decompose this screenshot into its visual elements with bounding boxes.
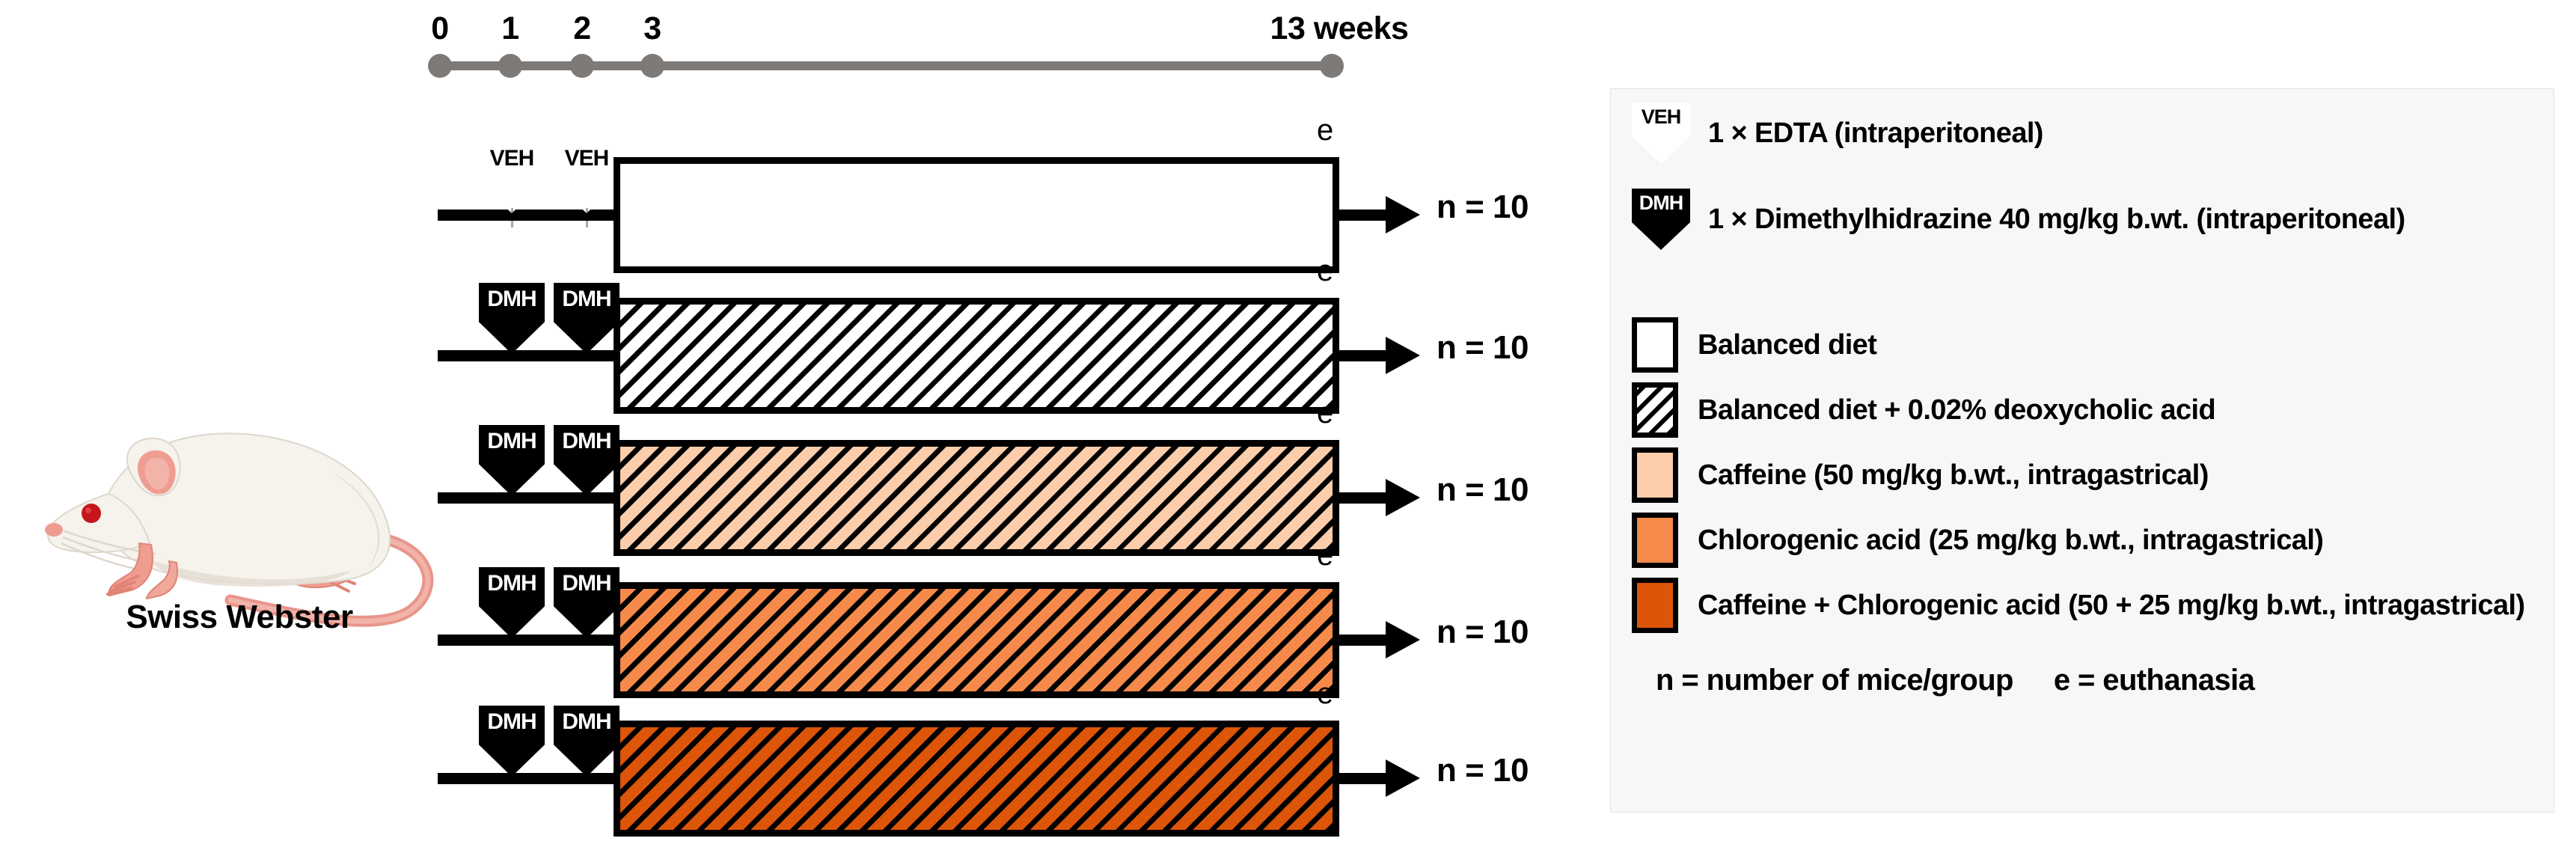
- group-size-label-group-3: n = 10: [1437, 471, 1529, 508]
- row-arrow-shaft: [1336, 492, 1392, 504]
- legend-panel: VEH 1 × EDTA (intraperitoneal) DMH 1 × D…: [1610, 88, 2554, 813]
- dose-marker-veh-week1: VEH: [479, 142, 545, 227]
- dose-marker-label: VEH: [479, 142, 545, 213]
- legend-veh-text: 1 × EDTA (intraperitoneal): [1708, 117, 2043, 149]
- legend-text-deoxycholic-acid: Balanced diet + 0.02% deoxycholic acid: [1698, 394, 2216, 426]
- dose-marker-dmh-week2: DMH: [554, 706, 619, 777]
- legend-row-veh: VEH 1 × EDTA (intraperitoneal): [1632, 103, 2043, 164]
- dose-marker-dmh-week1: DMH: [479, 706, 545, 777]
- row-arrow-shaft: [1336, 773, 1392, 784]
- dose-marker-dmh-week1: DMH: [479, 567, 545, 638]
- legend-swatch-deoxycholic-acid: [1632, 382, 1678, 438]
- group-size-label-group-1: n = 10: [1437, 189, 1529, 225]
- row-baseline: [438, 773, 625, 784]
- row-baseline: [438, 635, 625, 646]
- dose-marker-dmh-week1: DMH: [479, 283, 545, 354]
- row-baseline: [438, 492, 625, 504]
- legend-text-chlorogenic-acid: Chlorogenic acid (25 mg/kg b.wt., intrag…: [1698, 524, 2324, 556]
- row-arrow-head-icon: [1386, 337, 1420, 374]
- row-arrow-head-icon: [1386, 196, 1420, 233]
- legend-row-dmh: DMH 1 × Dimethylhidrazine 40 mg/kg b.wt.…: [1632, 189, 2405, 250]
- dose-marker-dmh-week1: DMH: [479, 425, 545, 496]
- dose-marker-dmh-week2: DMH: [554, 283, 619, 354]
- dose-marker-veh-week2: VEH: [554, 142, 619, 227]
- group-size-label-group-5: n = 10: [1437, 752, 1529, 789]
- legend-row-chlorogenic-acid: Chlorogenic acid (25 mg/kg b.wt., intrag…: [1632, 513, 2324, 568]
- treatment-row-group-2: DMH DMH e n = 10: [0, 254, 1579, 432]
- timeline-tick-dot-0: [428, 54, 452, 78]
- euthanasia-label-group-5: e: [1317, 677, 1334, 710]
- timeline-label-week-13: 13 weeks: [1270, 10, 1409, 46]
- dose-marker-label: DMH: [554, 567, 619, 638]
- diet-bar-group-5: [614, 721, 1339, 837]
- diet-bar-group-4: [614, 582, 1339, 698]
- treatment-row-group-4: DMH DMH e n = 10: [0, 539, 1579, 717]
- legend-row-deoxycholic-acid: Balanced diet + 0.02% deoxycholic acid: [1632, 382, 2216, 438]
- legend-veh-marker-icon: VEH: [1632, 103, 1690, 164]
- dose-marker-label: DMH: [479, 567, 545, 638]
- legend-row-caffeine-chlorogenic: Caffeine + Chlorogenic acid (50 + 25 mg/…: [1632, 578, 2525, 633]
- legend-row-caffeine: Caffeine (50 mg/kg b.wt., intragastrical…: [1632, 447, 2209, 503]
- timeline-label-week-3: 3: [643, 10, 661, 46]
- euthanasia-label-group-2: e: [1317, 254, 1334, 287]
- euthanasia-label-group-4: e: [1317, 539, 1334, 572]
- treatment-row-group-5: DMH DMH e n = 10: [0, 677, 1579, 855]
- euthanasia-label-group-3: e: [1317, 397, 1334, 429]
- treatment-row-group-1: VEH VEH e n = 10: [0, 114, 1579, 292]
- timeline: 0 1 2 3 13 weeks: [0, 0, 1571, 82]
- row-baseline: [438, 350, 625, 361]
- euthanasia-label-group-1: e: [1317, 114, 1334, 147]
- legend-row-balanced-diet: Balanced diet: [1632, 317, 1877, 373]
- diet-bar-group-1: [614, 157, 1339, 273]
- legend-dmh-marker-icon: DMH: [1632, 189, 1690, 250]
- row-arrow-head-icon: [1386, 479, 1420, 516]
- dose-marker-label: DMH: [554, 706, 619, 777]
- dose-marker-label: DMH: [554, 425, 619, 496]
- group-size-label-group-4: n = 10: [1437, 614, 1529, 650]
- mouse-strain-label: Swiss Webster: [126, 599, 353, 635]
- row-baseline: [438, 210, 625, 221]
- dose-marker-dmh-week2: DMH: [554, 567, 619, 638]
- treatment-row-group-3: DMH DMH e n = 10: [0, 397, 1579, 575]
- dose-marker-label: DMH: [479, 425, 545, 496]
- row-arrow-shaft: [1336, 350, 1392, 361]
- row-arrow-head-icon: [1386, 621, 1420, 658]
- dose-marker-label: VEH: [554, 142, 619, 213]
- diet-bar-group-2: [614, 298, 1339, 414]
- row-arrow-shaft: [1336, 210, 1392, 221]
- diet-bar-group-3: [614, 440, 1339, 556]
- legend-swatch-balanced-diet: [1632, 317, 1678, 373]
- group-size-label-group-2: n = 10: [1437, 329, 1529, 366]
- legend-veh-symbol: VEH: [1632, 103, 1690, 164]
- timeline-label-week-2: 2: [573, 10, 591, 46]
- timeline-label-week-0: 0: [431, 10, 449, 46]
- dose-marker-label: DMH: [554, 283, 619, 354]
- legend-footer-n: n = number of mice/group: [1656, 664, 2013, 697]
- timeline-label-week-1: 1: [501, 10, 519, 46]
- legend-dmh-symbol: DMH: [1632, 189, 1690, 250]
- mouse-illustration: [37, 367, 456, 666]
- legend-text-balanced-diet: Balanced diet: [1698, 328, 1877, 361]
- legend-dmh-text: 1 × Dimethylhidrazine 40 mg/kg b.wt. (in…: [1708, 203, 2405, 235]
- legend-text-caffeine-chlorogenic: Caffeine + Chlorogenic acid (50 + 25 mg/…: [1698, 589, 2525, 621]
- legend-text-caffeine: Caffeine (50 mg/kg b.wt., intragastrical…: [1698, 459, 2209, 491]
- dose-marker-stem: [586, 208, 588, 227]
- legend-footer: n = number of mice/group e = euthanasia: [1656, 664, 2255, 697]
- legend-swatch-caffeine: [1632, 447, 1678, 503]
- dose-marker-dmh-week2: DMH: [554, 425, 619, 496]
- timeline-tick-dot-2: [570, 54, 594, 78]
- row-arrow-head-icon: [1386, 759, 1420, 797]
- timeline-tick-dot-13: [1320, 54, 1344, 78]
- dose-marker-stem: [511, 208, 513, 227]
- legend-footer-e: e = euthanasia: [2053, 664, 2255, 697]
- row-arrow-shaft: [1336, 635, 1392, 646]
- legend-swatch-caffeine-chlorogenic: [1632, 578, 1678, 633]
- dose-marker-label: DMH: [479, 283, 545, 354]
- timeline-tick-dot-3: [640, 54, 664, 78]
- timeline-tick-dot-1: [498, 54, 522, 78]
- legend-swatch-chlorogenic-acid: [1632, 513, 1678, 568]
- dose-marker-label: DMH: [479, 706, 545, 777]
